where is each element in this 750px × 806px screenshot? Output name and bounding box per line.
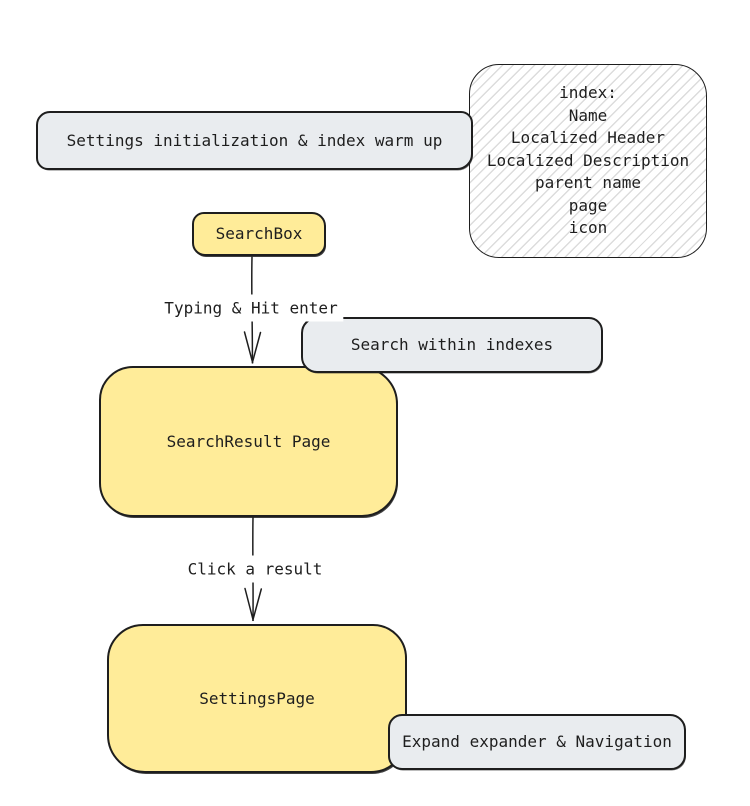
node-searchbox: SearchBox (192, 212, 326, 256)
node-expand-navigation-label: Expand expander & Navigation (402, 732, 672, 751)
index-field-line: Localized Header (510, 128, 666, 148)
node-search-within-indexes-label: Search within indexes (350, 335, 554, 354)
index-field-line: Localized Description (486, 150, 690, 170)
node-searchbox-label: SearchBox (215, 224, 303, 243)
index-field-line: page (568, 195, 608, 215)
index-field-line: index: (559, 83, 617, 103)
arrow-label-click: Click a result (181, 555, 329, 583)
index-field-line: parent name (535, 173, 641, 193)
node-search-within-indexes: Search within indexes (301, 317, 603, 373)
index-fields-list: index: Name Localized Header Localized D… (487, 82, 689, 240)
node-settingspage: SettingsPage (107, 624, 407, 773)
node-expand-navigation: Expand expander & Navigation (388, 714, 686, 770)
node-settings-initialization: Settings initialization & index warm up (36, 111, 473, 170)
index-field-line: Name (568, 105, 608, 125)
node-searchresult-page-label: SearchResult Page (166, 431, 331, 451)
arrow-label-typing: Typing & Hit enter (158, 294, 344, 322)
index-field-line: icon (568, 218, 608, 238)
node-settingspage-label: SettingsPage (199, 688, 315, 708)
arrow-click-head (244, 587, 263, 622)
node-index-fields: index: Name Localized Header Localized D… (469, 64, 707, 258)
arrow-typing-head (243, 331, 262, 364)
node-settings-initialization-label: Settings initialization & index warm up (66, 130, 443, 150)
node-searchresult-page: SearchResult Page (99, 366, 398, 517)
